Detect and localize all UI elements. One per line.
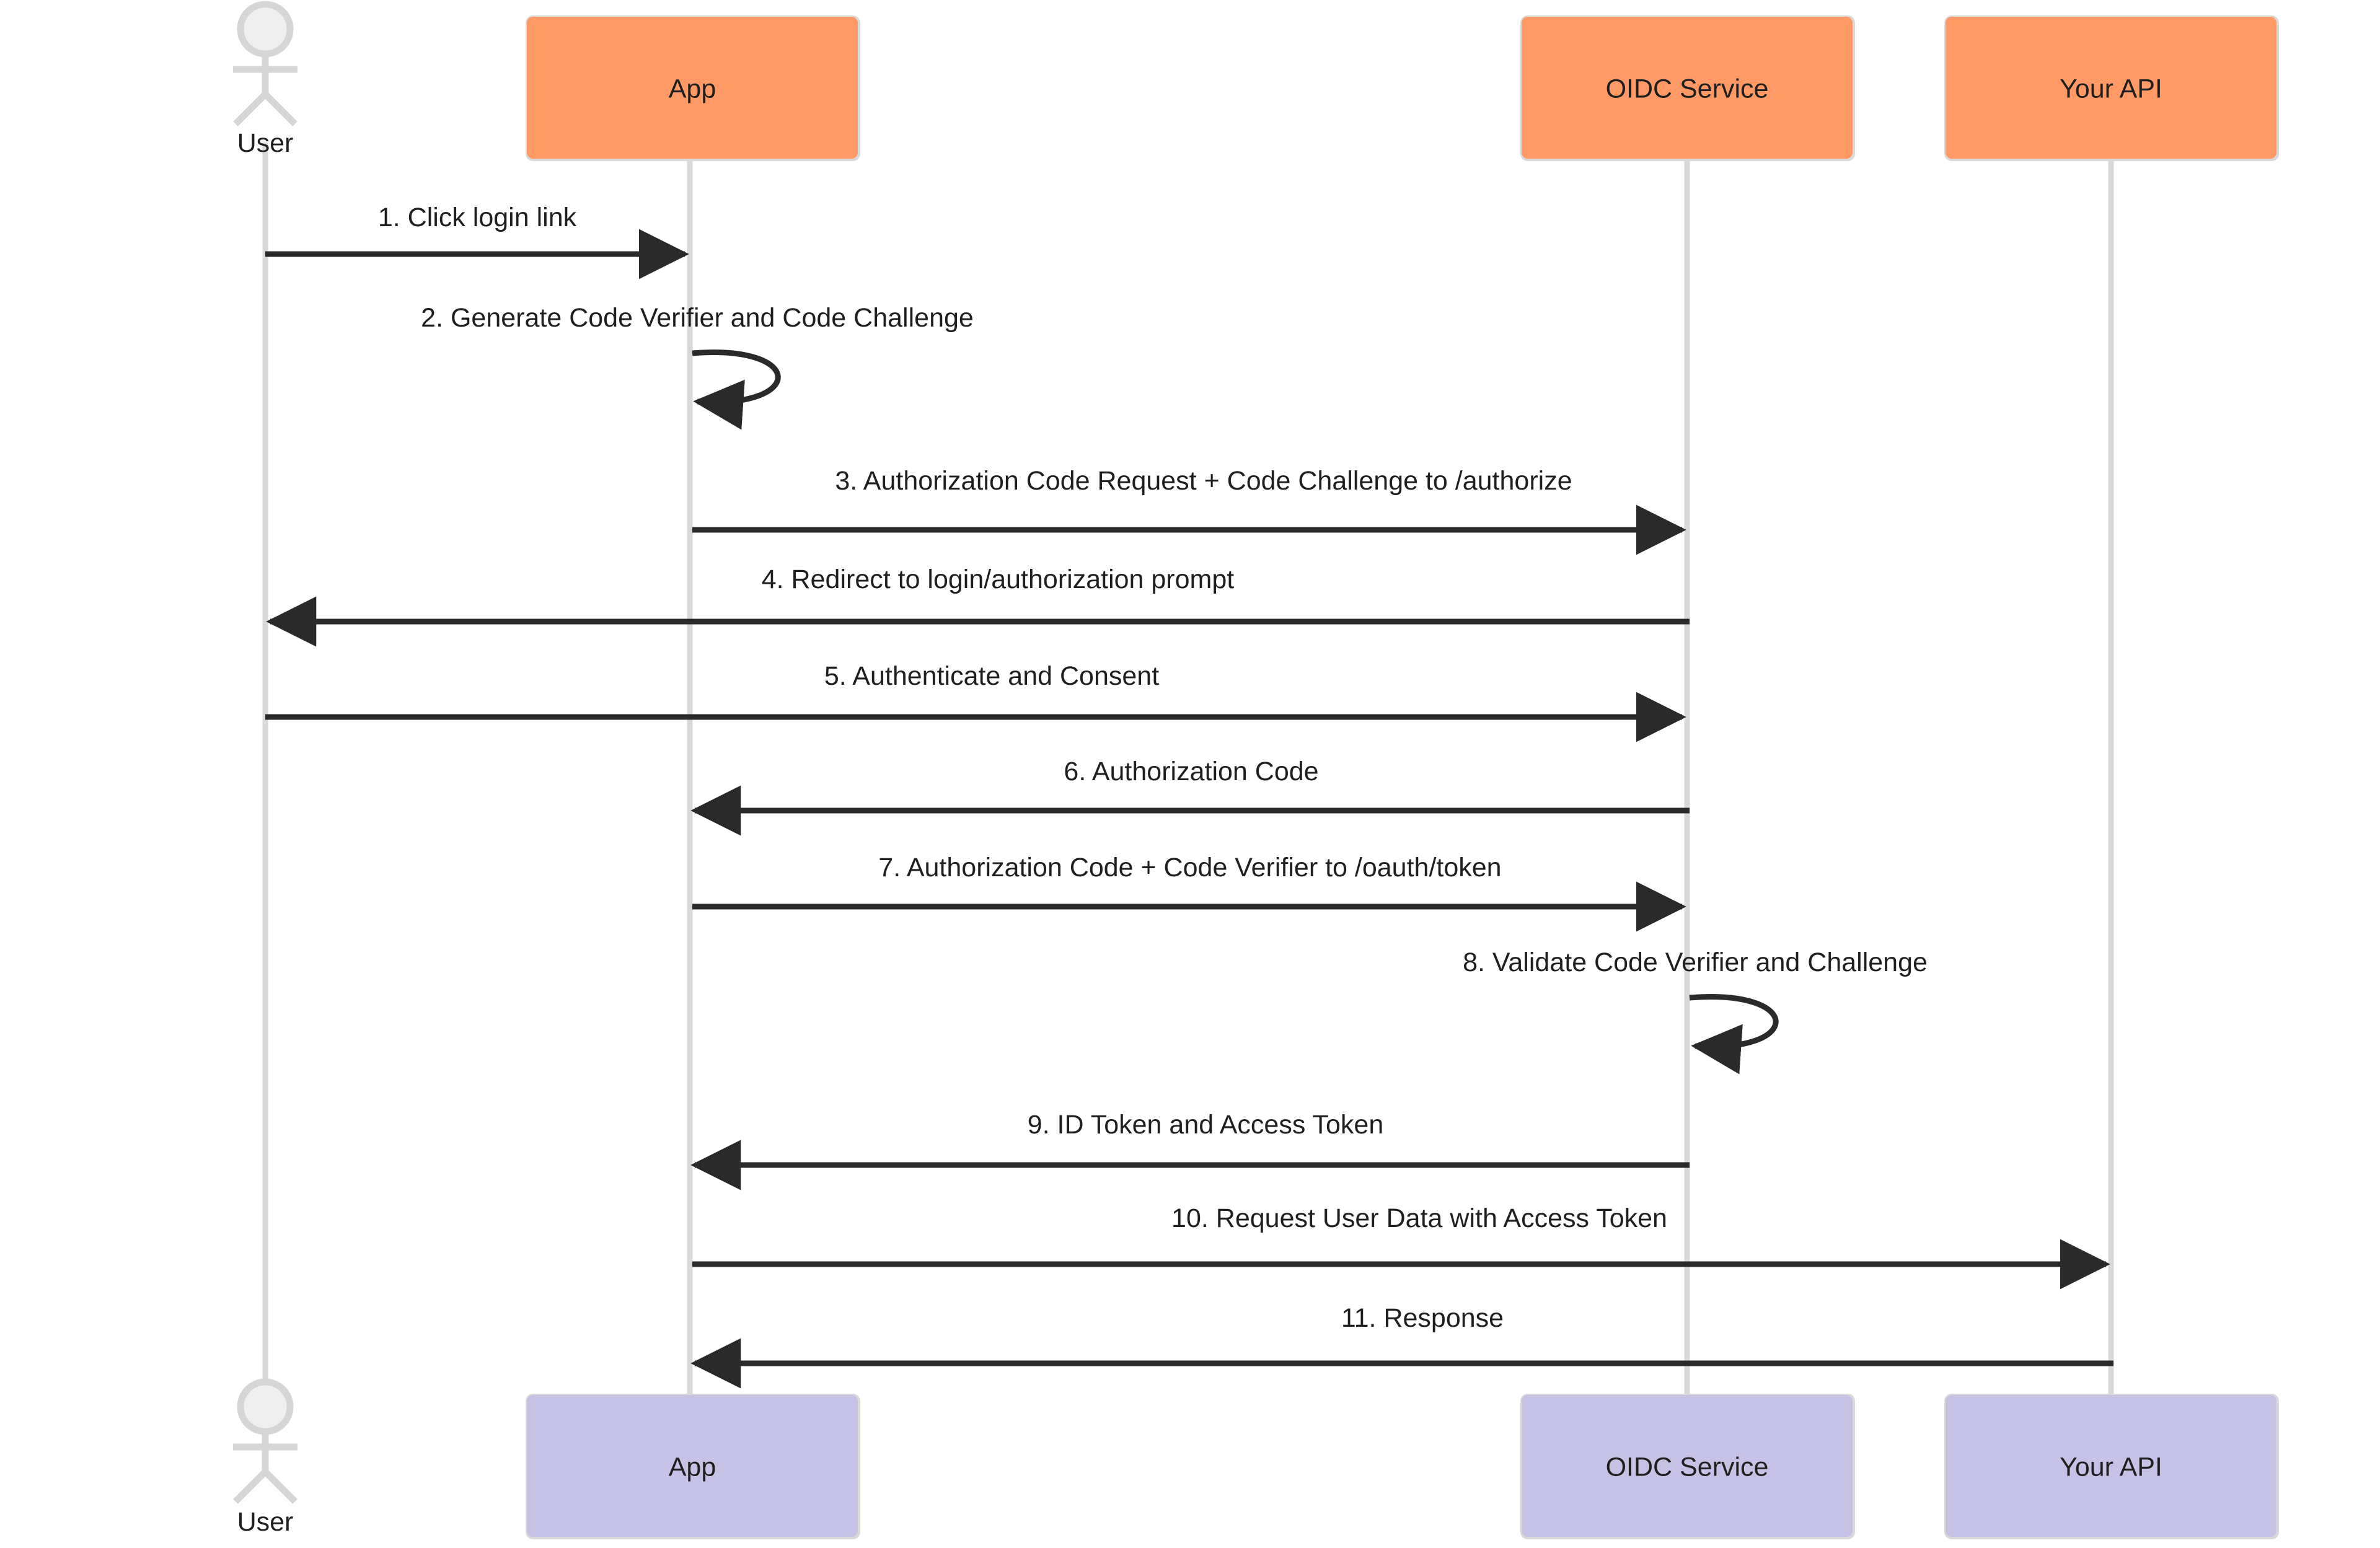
- message-5[interactable]: 5. Authenticate and Consent: [265, 661, 1686, 742]
- participant-oidc-service-top-rect[interactable]: [1522, 17, 1853, 159]
- message-6-label: 6. Authorization Code: [1064, 757, 1318, 786]
- message-8-self-loop: [1689, 994, 1779, 1075]
- actor-leg-left-icon: [233, 1469, 268, 1504]
- participant-app-bottom-rect[interactable]: [527, 1395, 858, 1537]
- actor-head-icon: [237, 1, 294, 58]
- participant-app-bottom[interactable]: App: [526, 1394, 860, 1539]
- message-11[interactable]: 11. Response: [690, 1303, 2113, 1389]
- lifelines-group: [262, 143, 2114, 1405]
- message-5-label: 5. Authenticate and Consent: [824, 661, 1159, 691]
- actor-leg-right-icon: [263, 1469, 298, 1504]
- participant-app-top[interactable]: App: [526, 15, 860, 161]
- message-2-label: 2. Generate Code Verifier and Code Chall…: [421, 303, 974, 333]
- participant-your-api-top-label: Your API: [2060, 74, 2162, 103]
- participant-oidc-service-top-label: OIDC Service: [1606, 74, 1769, 103]
- participant-your-api-top-rect[interactable]: [1946, 17, 2276, 159]
- message-11-label: 11. Response: [1341, 1303, 1504, 1333]
- message-3-label: 3. Authorization Code Request + Code Cha…: [835, 466, 1572, 496]
- participant-headers-top: User App OIDC Service Your API: [233, 1, 2279, 161]
- actor-user-top[interactable]: User: [233, 1, 298, 158]
- message-4[interactable]: 4. Redirect to login/authorization promp…: [266, 565, 1690, 647]
- actor-leg-right-icon: [263, 92, 298, 126]
- participant-app-top-rect[interactable]: [527, 17, 858, 159]
- message-10[interactable]: 10. Request User Data with Access Token: [692, 1203, 2110, 1290]
- actor-user-bottom[interactable]: User: [233, 1378, 298, 1537]
- message-9[interactable]: 9. ID Token and Access Token: [690, 1110, 1690, 1190]
- message-2-self-loop: [692, 350, 781, 430]
- messages-group: 1. Click login link 2. Generate Code Ver…: [265, 203, 2113, 1389]
- message-1-label: 1. Click login link: [378, 203, 577, 232]
- message-7-label: 7. Authorization Code + Code Verifier to…: [878, 853, 1501, 882]
- message-2[interactable]: 2. Generate Code Verifier and Code Chall…: [421, 303, 974, 430]
- participant-app-top-label: App: [669, 74, 716, 103]
- actor-label-user-top: User: [237, 128, 294, 158]
- message-4-label: 4. Redirect to login/authorization promp…: [762, 565, 1235, 594]
- message-3[interactable]: 3. Authorization Code Request + Code Cha…: [692, 466, 1686, 555]
- participant-app-bottom-label: App: [669, 1452, 716, 1482]
- actor-label-user-bottom: User: [237, 1507, 294, 1537]
- actor-head-icon: [237, 1378, 294, 1435]
- participant-oidc-service-bottom-label: OIDC Service: [1606, 1452, 1769, 1482]
- participant-your-api-bottom-rect[interactable]: [1946, 1395, 2276, 1537]
- message-8[interactable]: 8. Validate Code Verifier and Challenge: [1463, 948, 1928, 1075]
- participant-footers-bottom: User App OIDC Service Your API: [233, 1378, 2279, 1539]
- participant-your-api-top[interactable]: Your API: [1944, 15, 2279, 161]
- message-1[interactable]: 1. Click login link: [265, 203, 689, 279]
- message-8-label: 8. Validate Code Verifier and Challenge: [1463, 948, 1928, 977]
- message-6[interactable]: 6. Authorization Code: [690, 757, 1690, 836]
- participant-your-api-bottom-label: Your API: [2060, 1452, 2162, 1482]
- message-7[interactable]: 7. Authorization Code + Code Verifier to…: [692, 853, 1686, 932]
- participant-your-api-bottom[interactable]: Your API: [1944, 1394, 2279, 1539]
- participant-oidc-service-bottom[interactable]: OIDC Service: [1520, 1394, 1855, 1539]
- participant-oidc-service-bottom-rect[interactable]: [1522, 1395, 1853, 1537]
- participant-oidc-service-top[interactable]: OIDC Service: [1520, 15, 1855, 161]
- message-9-label: 9. ID Token and Access Token: [1028, 1110, 1384, 1140]
- actor-leg-left-icon: [233, 92, 268, 126]
- message-10-label: 10. Request User Data with Access Token: [1171, 1203, 1667, 1233]
